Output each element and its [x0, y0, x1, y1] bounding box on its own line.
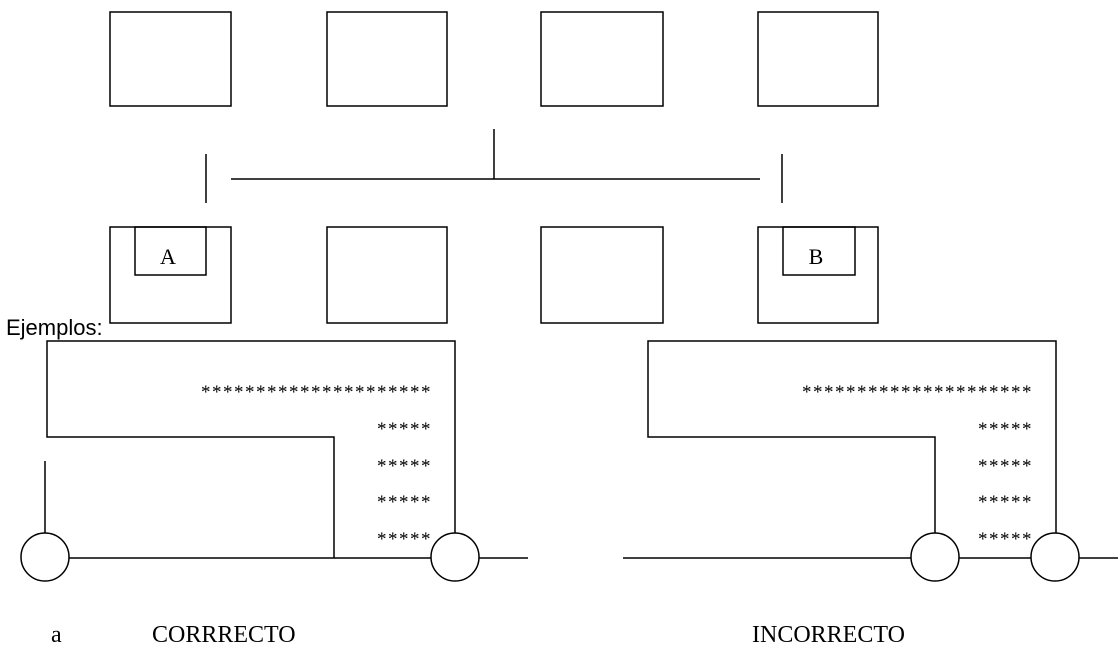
left-stars-row-3: ***** [377, 456, 432, 477]
left-marker: a [51, 622, 62, 648]
box-b-label: B [809, 244, 824, 269]
top-row-boxes [109, 11, 879, 107]
lower-box-2 [326, 226, 448, 324]
left-node-circle-1 [20, 532, 70, 582]
left-stars-row-5: ***** [377, 529, 432, 550]
lower-box-3 [540, 226, 664, 324]
box-a [134, 226, 207, 276]
right-stars-row-2: ***** [978, 419, 1033, 440]
top-box-1 [109, 11, 232, 107]
right-l-shape [647, 340, 1057, 558]
right-stars-row-1: ********************* [802, 382, 1033, 403]
left-node-circle-2 [430, 532, 480, 582]
right-node-circle-1 [910, 532, 960, 582]
left-stars-row-4: ***** [377, 492, 432, 513]
right-example: ********************* ***** ***** ***** … [623, 340, 1118, 648]
right-stars-row-4: ***** [978, 492, 1033, 513]
right-stars-row-3: ***** [978, 456, 1033, 477]
right-node-circle-2 [1030, 532, 1080, 582]
second-row-boxes: A B [109, 226, 879, 324]
examples-heading: Ejemplos: [6, 315, 103, 340]
box-b [782, 226, 856, 276]
top-box-4 [757, 11, 879, 107]
top-box-3 [540, 11, 664, 107]
left-l-shape [46, 340, 456, 558]
connector-lines [205, 129, 783, 203]
left-caption: CORRRECTO [152, 622, 296, 648]
left-stars-row-2: ***** [377, 419, 432, 440]
top-box-2 [326, 11, 448, 107]
left-example: ********************* ***** ***** ***** … [20, 340, 528, 648]
right-caption: INCORRECTO [752, 622, 905, 648]
left-stars-row-1: ********************* [201, 382, 432, 403]
box-a-label: A [160, 244, 176, 269]
right-stars-row-5: ***** [978, 529, 1033, 550]
